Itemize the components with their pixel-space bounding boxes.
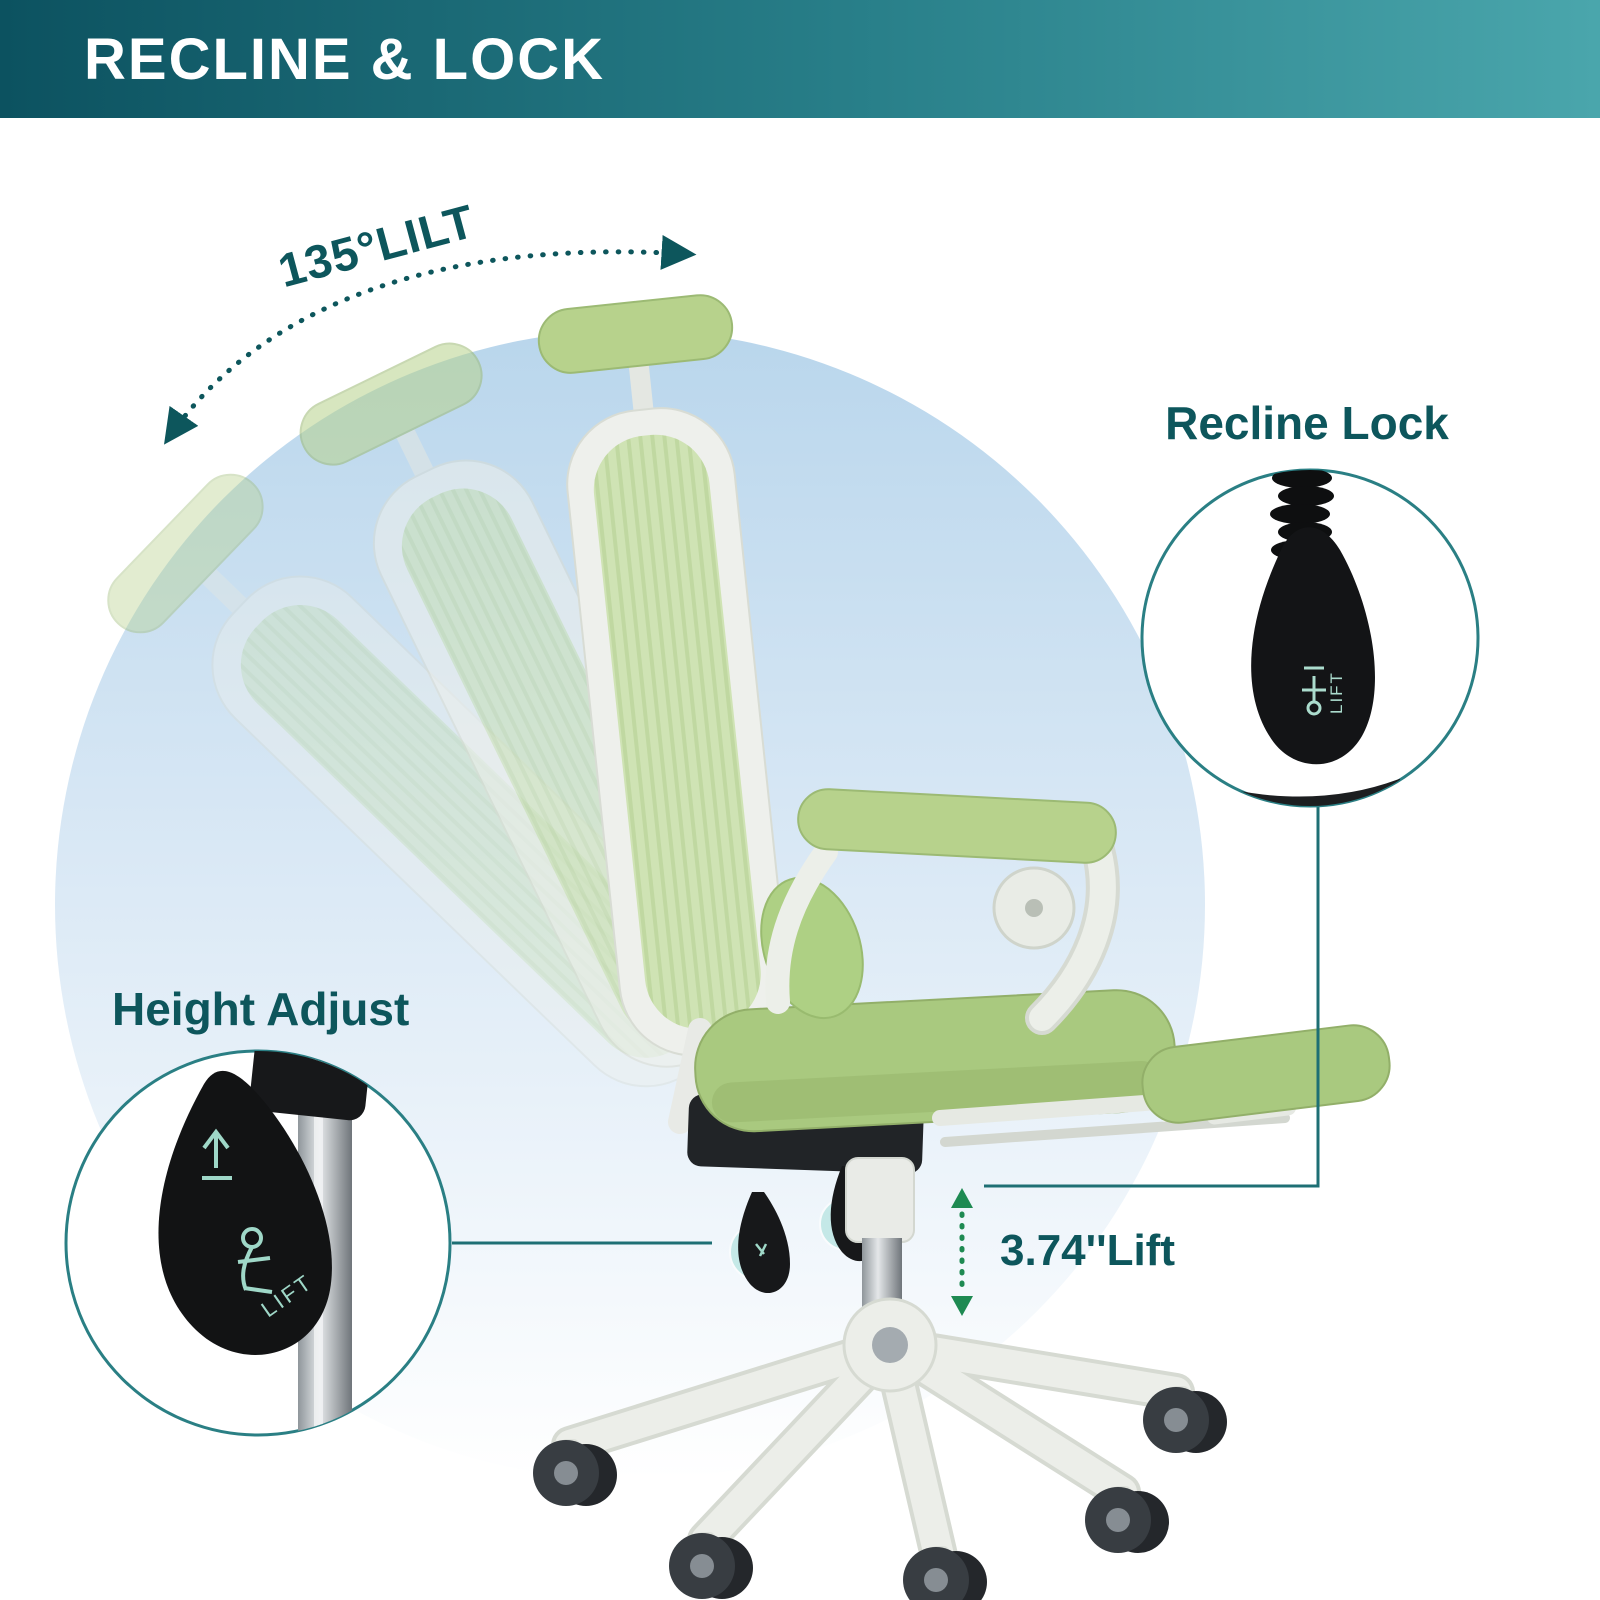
height-adjust-callout: LIFT <box>64 1049 452 1437</box>
tilt-arc-arrow-icon <box>164 235 697 445</box>
recline-lock-label: Recline Lock <box>1165 397 1449 449</box>
footrest-pad <box>1141 1024 1391 1124</box>
height-adjust-lever-zoom <box>158 1070 332 1355</box>
lift-text: LIFT <box>1327 671 1346 714</box>
caster-wheel <box>669 1532 753 1599</box>
armrest <box>765 788 1120 1035</box>
page-title: RECLINE & LOCK <box>84 26 605 92</box>
caster-wheel <box>1143 1386 1227 1453</box>
chair-base <box>533 1297 1227 1600</box>
office-chair <box>533 291 1391 1600</box>
height-adjust-label: Height Adjust <box>112 983 410 1035</box>
lift-person-glyph-icon <box>237 1227 273 1294</box>
recline-lock-callout: LIFT <box>1140 468 1480 808</box>
lift-arrow-glyph-icon <box>202 1128 232 1180</box>
title-banner: RECLINE & LOCK <box>0 0 1600 118</box>
lift-height-label: 3.74''Lift <box>1000 1226 1175 1275</box>
backrest-link <box>668 1018 712 1134</box>
height-adjust-lever <box>738 1192 790 1294</box>
caster-wheel <box>1085 1486 1169 1553</box>
gas-lift <box>845 1157 915 1340</box>
footrest <box>932 1024 1391 1147</box>
lever-glyph-icon <box>755 1243 768 1257</box>
lift-glyph-icon <box>1302 666 1326 716</box>
armrest-pad <box>797 788 1117 864</box>
recline-lock-lever-zoom <box>1251 527 1375 765</box>
caster-wheel <box>903 1546 987 1600</box>
lift-range-arrow-icon <box>951 1188 973 1316</box>
recline-lock-connector-line <box>984 806 1320 1188</box>
